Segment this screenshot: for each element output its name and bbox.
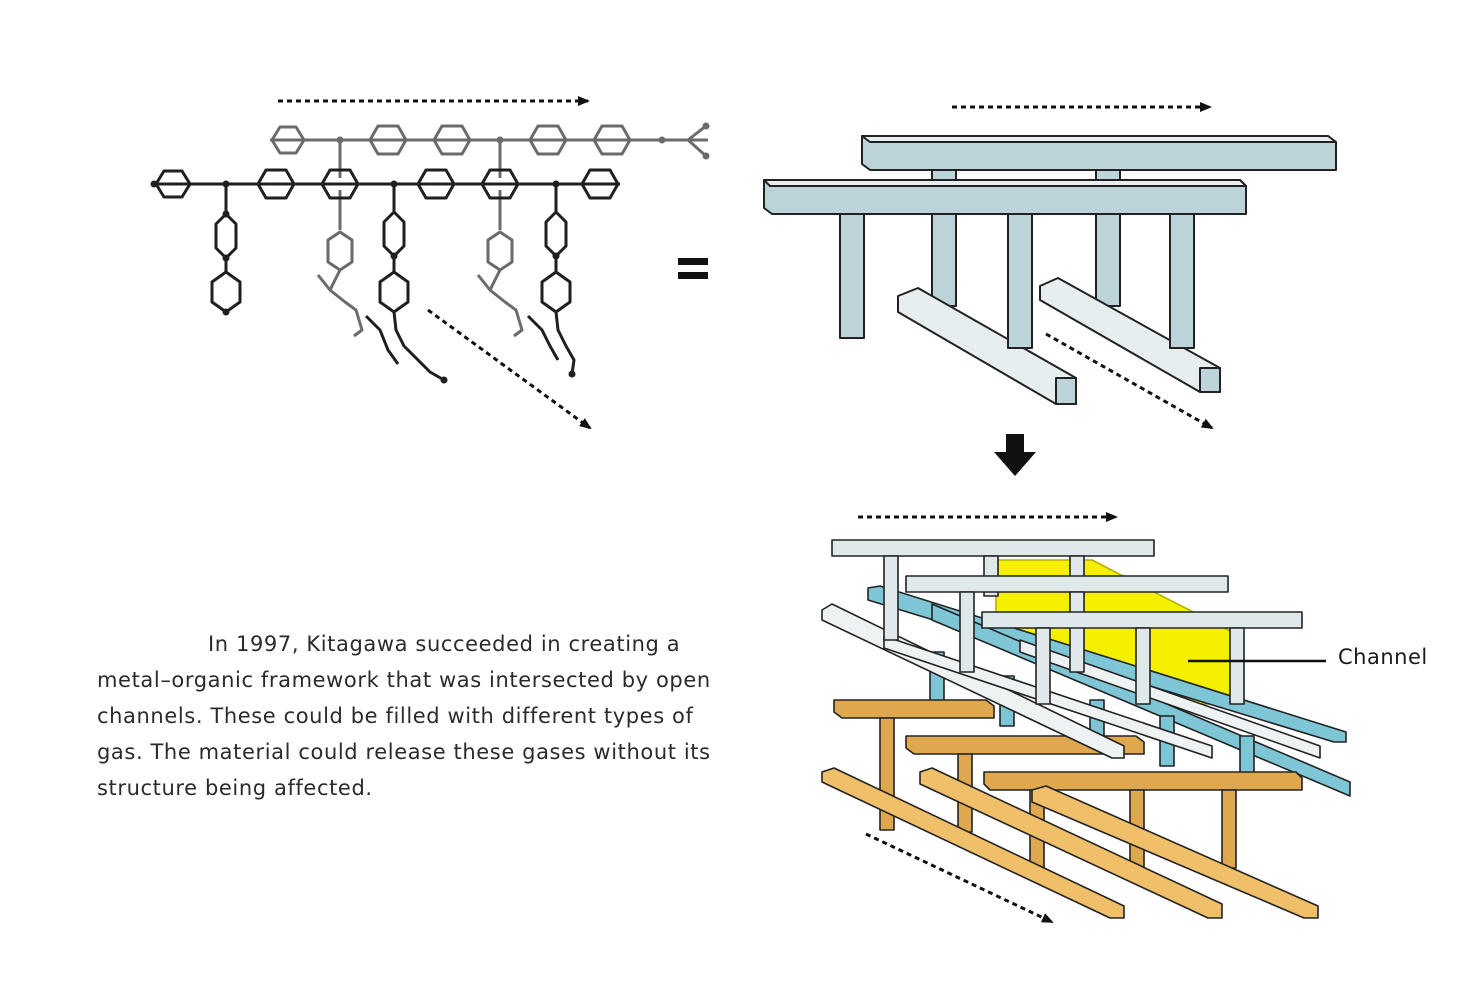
framework-stacked	[821, 539, 1351, 919]
framework-arrow-diagonal	[1045, 332, 1214, 430]
framework-simple	[763, 135, 1337, 405]
stacked-arrow-diagonal	[865, 832, 1054, 924]
molecule-nodes	[150, 122, 710, 384]
caption-line: channels. These could be filled with dif…	[97, 704, 694, 728]
molecule-arrow-diagonal	[427, 308, 592, 430]
molecule-grey-chain	[270, 124, 708, 338]
caption-text: In 1997, Kitagawa succeeded in creating …	[97, 626, 757, 806]
caption-line: structure being affected.	[97, 776, 373, 800]
channel-label: Channel	[1338, 645, 1428, 669]
caption-line: In 1997, Kitagawa succeeded in creating …	[208, 632, 681, 656]
molecule-black-chain	[154, 168, 620, 382]
caption-line: gas. The material could release these ga…	[97, 740, 711, 764]
down-arrow-icon	[994, 434, 1036, 476]
equals-sign	[678, 258, 708, 279]
molecule-structure	[150, 122, 710, 384]
caption-line: metal–organic framework that was interse…	[97, 668, 711, 692]
